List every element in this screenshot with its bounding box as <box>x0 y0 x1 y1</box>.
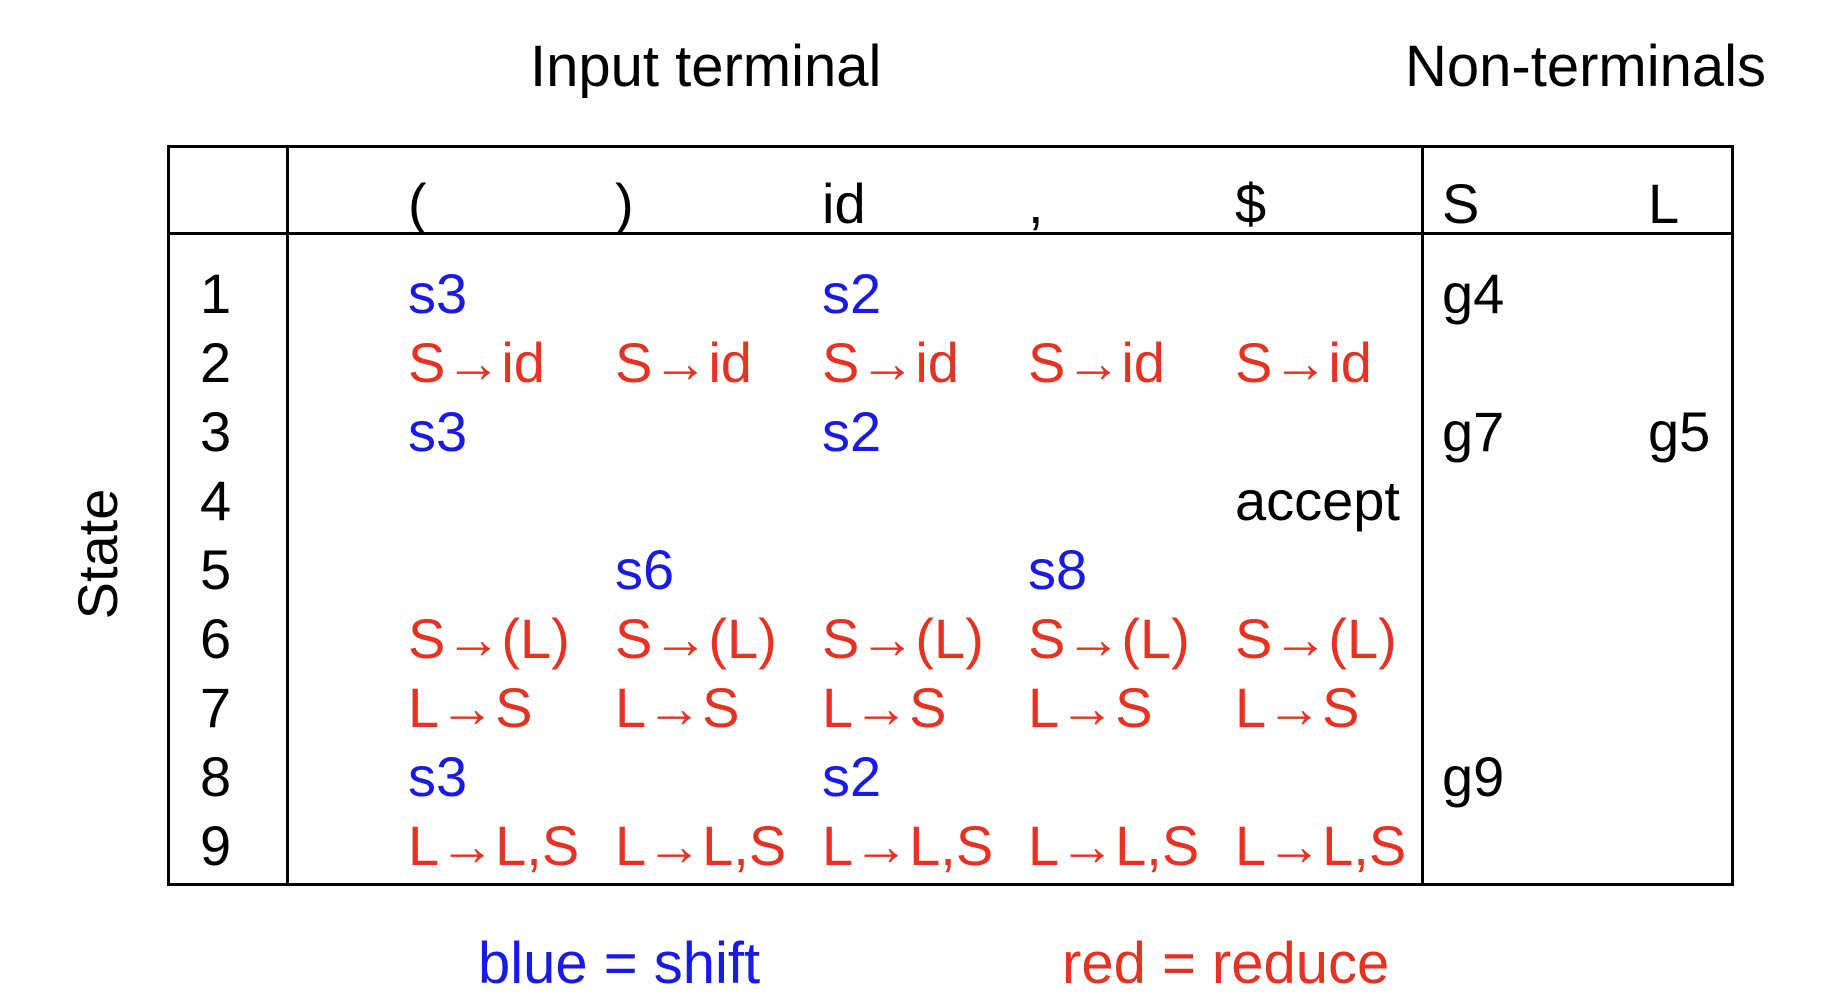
column-header: S <box>1442 172 1480 235</box>
table-cell-shift: s2 <box>822 400 882 463</box>
state-number: 2 <box>200 331 232 394</box>
table-cell-reduce: S→id <box>615 331 752 394</box>
nonterminal-divider <box>1421 145 1424 886</box>
state-number: 6 <box>200 607 232 670</box>
state-number: 7 <box>200 676 232 739</box>
column-header: ( <box>408 172 427 235</box>
legend-reduce: red = reduce <box>1062 931 1390 996</box>
table-cell-reduce: L→S <box>822 676 947 739</box>
state-number: 5 <box>200 538 232 601</box>
table-cell-entry: g9 <box>1442 745 1505 808</box>
table-cell-reduce: L→L,S <box>1235 814 1407 877</box>
table-cell-shift: s8 <box>1028 538 1088 601</box>
table-cell-reduce: S→(L) <box>1028 607 1190 670</box>
table-cell-reduce: L→L,S <box>822 814 994 877</box>
table-cell-shift: s6 <box>615 538 675 601</box>
table-cell-reduce: S→(L) <box>1235 607 1397 670</box>
table-cell-reduce: L→L,S <box>408 814 580 877</box>
parse-table-frame <box>167 145 1734 886</box>
table-cell-reduce: S→(L) <box>615 607 777 670</box>
table-cell-shift: s3 <box>408 400 468 463</box>
column-header: , <box>1028 172 1044 235</box>
table-cell-reduce: L→S <box>408 676 533 739</box>
table-cell-reduce: L→S <box>615 676 740 739</box>
table-cell-reduce: L→L,S <box>1028 814 1200 877</box>
state-column-divider <box>286 145 289 886</box>
table-cell-reduce: L→S <box>1235 676 1360 739</box>
table-cell-reduce: L→S <box>1028 676 1153 739</box>
table-cell-entry: g4 <box>1442 262 1505 325</box>
column-header: L <box>1648 172 1680 235</box>
state-number: 8 <box>200 745 232 808</box>
table-cell-reduce: S→id <box>1235 331 1372 394</box>
column-header: $ <box>1235 172 1267 235</box>
state-number: 3 <box>200 400 232 463</box>
input-terminal-heading: Input terminal <box>530 34 882 99</box>
table-cell-reduce: S→(L) <box>408 607 570 670</box>
table-cell-shift: s2 <box>822 745 882 808</box>
state-axis-label: State <box>66 488 129 620</box>
header-row-divider <box>167 232 1734 235</box>
table-cell-entry: accept <box>1235 469 1400 532</box>
legend-shift: blue = shift <box>478 931 761 996</box>
table-cell-reduce: S→id <box>822 331 959 394</box>
column-header: id <box>822 172 866 235</box>
table-cell-entry: g5 <box>1648 400 1711 463</box>
state-number: 1 <box>200 262 232 325</box>
column-header: ) <box>615 172 634 235</box>
state-number: 9 <box>200 814 232 877</box>
table-cell-shift: s3 <box>408 745 468 808</box>
table-cell-reduce: S→(L) <box>822 607 984 670</box>
table-cell-reduce: S→id <box>1028 331 1165 394</box>
state-number: 4 <box>200 469 232 532</box>
table-cell-reduce: L→L,S <box>615 814 787 877</box>
non-terminals-heading: Non-terminals <box>1405 34 1766 99</box>
table-cell-shift: s2 <box>822 262 882 325</box>
table-cell-reduce: S→id <box>408 331 545 394</box>
table-cell-shift: s3 <box>408 262 468 325</box>
table-cell-entry: g7 <box>1442 400 1505 463</box>
